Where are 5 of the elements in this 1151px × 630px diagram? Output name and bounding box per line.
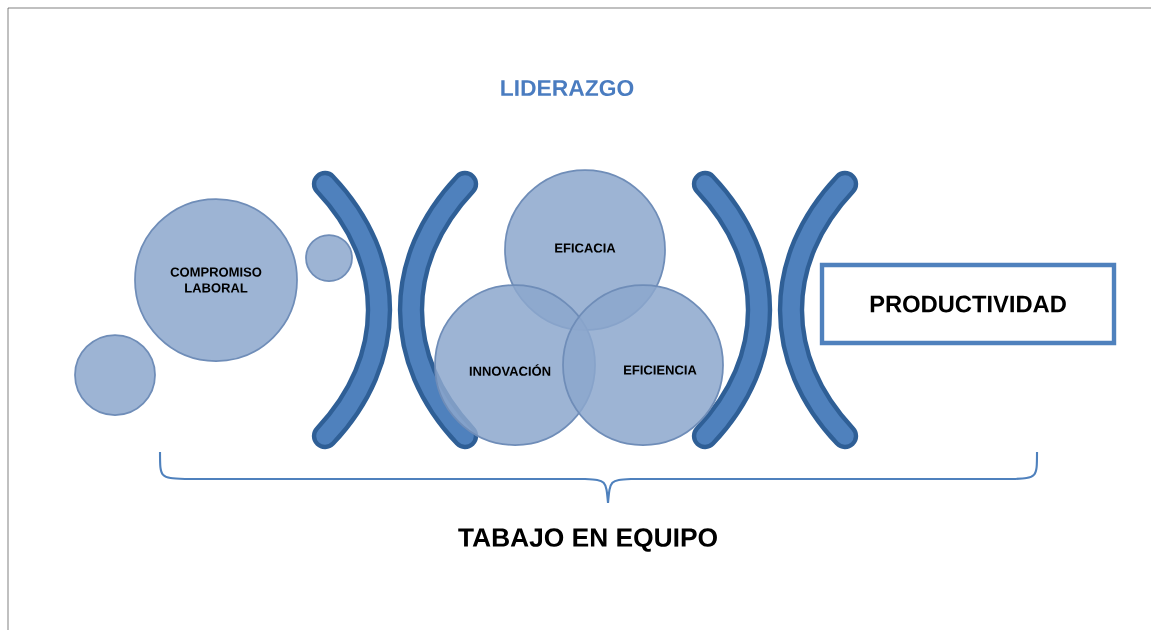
circle — [305, 234, 353, 282]
circle — [74, 334, 156, 416]
brace-label: TABAJO EN EQUIPO — [458, 528, 717, 552]
text-box: PRODUCTIVIDAD — [819, 262, 1117, 346]
title: LIDERAZGO — [501, 79, 634, 97]
